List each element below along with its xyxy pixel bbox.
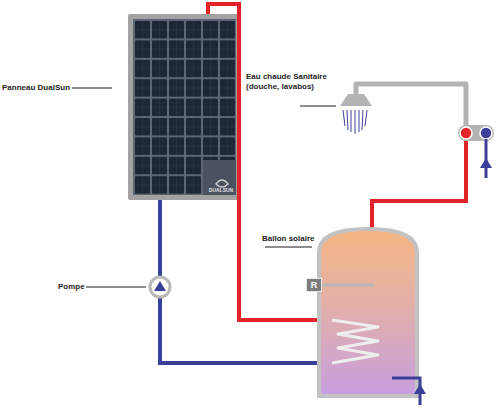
box-letter: R: [311, 280, 318, 290]
leader-line: [300, 106, 336, 107]
flow-arrow: [414, 384, 426, 394]
shower-head: [340, 94, 372, 134]
part-label: Panneau DualSun: [2, 83, 70, 93]
mixer-tap: [458, 125, 494, 141]
pump-symbol: [150, 277, 170, 297]
part-label: Ballon solaire: [262, 234, 322, 244]
resistance-box: R: [306, 278, 322, 292]
hot-water-pipe: [372, 139, 466, 242]
part-label: Pompe: [58, 282, 86, 292]
cold-pipe: [160, 200, 332, 363]
hot-pipe: [208, 4, 332, 320]
solar-panel: [128, 14, 241, 200]
brand-mark: DUALSUN: [206, 187, 236, 193]
part-label: Eau chaude Sanitaire (douche, lavabos): [246, 72, 338, 92]
shower-pipe: [356, 84, 466, 128]
solar-tank: [319, 229, 417, 396]
leader-line: [86, 287, 146, 288]
leader-line: [72, 88, 112, 89]
leader-line: [265, 247, 312, 248]
flow-arrow: [480, 158, 492, 168]
